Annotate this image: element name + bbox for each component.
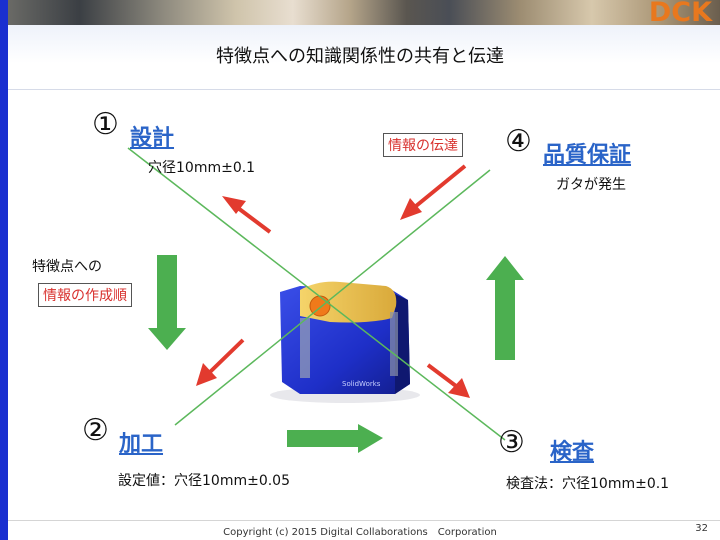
left-accent-bar: [0, 0, 8, 540]
step-number-4: ④: [505, 124, 532, 159]
step-label-quality[interactable]: 品質保証: [543, 143, 632, 168]
transmission-label: 情報の伝達: [383, 133, 463, 157]
creation-order-label: 情報の作成順: [38, 283, 132, 307]
part-model: SolidWorks: [270, 281, 420, 403]
step-note-design: 穴径10mm±0.1: [148, 160, 256, 176]
step-label-inspection[interactable]: 検査: [550, 440, 595, 465]
step-note-quality: ガタが発生: [556, 177, 626, 193]
footer-divider: [8, 520, 720, 540]
part-brand-label: SolidWorks: [342, 380, 381, 388]
company-logo: DCK: [648, 0, 712, 28]
slide-title: 特徴点への知識関係性の共有と伝達: [216, 46, 504, 67]
title-bar: [8, 25, 720, 90]
step-number-3: ③: [498, 425, 525, 460]
feature-point-text: 特徴点への: [32, 259, 102, 275]
step-number-2: ②: [82, 413, 109, 448]
step-note-machining: 設定値：穴径10mm±0.05: [118, 473, 290, 489]
connector-machining-quality: [174, 169, 491, 426]
green-arrow-up: [486, 256, 524, 360]
green-arrow-down: [148, 255, 186, 350]
red-arrow-to-design: [222, 196, 272, 234]
copyright-text: Copyright (c) 2015 Digital Collaboration…: [223, 527, 497, 538]
step-label-machining[interactable]: 加工: [119, 432, 164, 457]
step-label-design[interactable]: 設計: [130, 126, 175, 151]
red-arrow-to-machining: [196, 338, 245, 386]
green-arrow-right: [287, 424, 383, 453]
step-note-inspection: 検査法：穴径10mm±0.1: [506, 476, 670, 492]
header-banner: [8, 0, 720, 25]
red-arrow-to-inspection: [426, 363, 470, 398]
red-arrow-from-quality: [400, 164, 467, 220]
page-number: 32: [695, 523, 708, 534]
connector-design-inspection: [127, 147, 506, 441]
step-number-1: ①: [92, 107, 119, 142]
